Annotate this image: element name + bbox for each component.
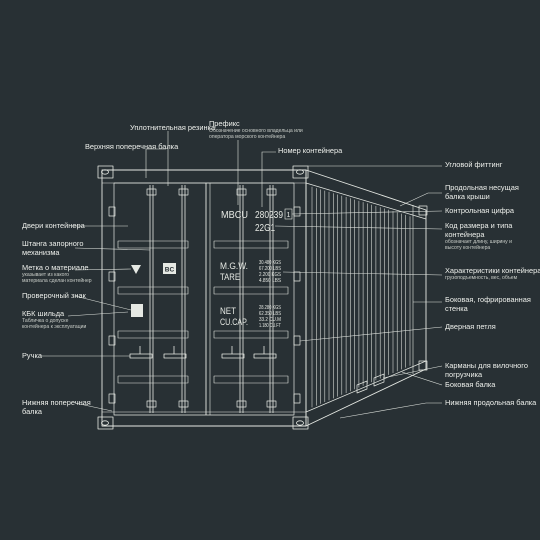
label-container-number: Номер контейнера [278, 146, 343, 155]
label-forklift-pockets-2: погрузчика [445, 370, 483, 379]
label-characteristics-title: Характеристики контейнера [445, 266, 540, 275]
label-bottom-end-rail-2: балка [22, 407, 42, 416]
tare-lbs: 4.850 LBS [259, 278, 281, 284]
label-csc-plate-desc-2: контейнера к эксплуатации [22, 324, 87, 330]
label-top-side-rail-2: балка крыши [445, 192, 490, 201]
inspection-mark [131, 304, 143, 317]
corner-fittings [97, 165, 309, 430]
label-prefix-title: Префикс [209, 119, 240, 128]
label-side-panel-1: Боковая, гофрированная [445, 295, 531, 304]
label-size-type-title-2: контейнера [445, 230, 485, 239]
cucap-cum: 33.2 CU.M [259, 317, 281, 323]
locking-bars [149, 185, 274, 413]
net-lbs: 62.350 LBS [259, 311, 281, 317]
cucap-label: CU.CAP. [220, 317, 248, 328]
label-inspection-mark: Проверочный знак [22, 291, 86, 300]
size-type-code: 22G1 [255, 223, 275, 234]
label-bottom-side-rail: Нижняя продольная балка [445, 398, 537, 407]
label-prefix-desc-2: оператора морского контейнера [209, 134, 286, 140]
warning-triangle-icon [131, 265, 141, 274]
label-forklift-pockets-1: Карманы для вилочного [445, 361, 528, 370]
check-digit: 1 [287, 212, 291, 219]
label-check-digit: Контрольная цифра [445, 206, 515, 215]
mgw-label: M.G.W. [220, 261, 248, 272]
label-top-side-rail-1: Продольная несущая [445, 183, 519, 192]
label-side-beam: Боковая балка [445, 380, 496, 389]
serial-number: 280239 [255, 210, 283, 221]
leader-lines [40, 131, 443, 419]
label-door-hinge: Дверная петля [445, 322, 496, 331]
material-badge-text: BC [165, 266, 175, 273]
mgw-lbs: 67.200 LBS [259, 266, 281, 272]
label-csc-plate-title: КБК шильда [22, 309, 65, 318]
forklift-pockets [356, 373, 385, 394]
material-badge [163, 263, 176, 274]
door-handles [129, 346, 277, 359]
tare-label: TARE [220, 272, 240, 283]
label-csc-plate-desc-1: Табличка о допуске [22, 318, 69, 324]
side-wall [305, 169, 428, 427]
label-bottom-end-rail-1: Нижняя поперечная [22, 398, 91, 407]
label-characteristics-desc: грузоподъемность, вес, объем [445, 275, 518, 281]
label-size-type-desc-2: высоту контейнера [445, 245, 491, 251]
net-label: NET [220, 306, 236, 317]
label-corner-fitting: Угловой фиттинг [445, 160, 503, 169]
label-doors: Двери контейнера [22, 221, 85, 230]
front-frame [101, 169, 307, 427]
net-kgs: 28.280 KGS [259, 305, 281, 311]
tare-kgs: 2.200 KGS [259, 272, 281, 278]
label-side-panel-2: стенка [445, 304, 468, 313]
label-material-mark-desc-1: указывает из какого [22, 272, 70, 278]
label-handle: Ручка [22, 351, 42, 360]
label-top-seal: Уплотнительная резинка [130, 123, 216, 132]
door-hinges [108, 206, 301, 404]
label-size-type-title-1: Код размера и типа [445, 221, 513, 230]
label-locking-bar-2: механизма [22, 248, 60, 257]
label-size-type-desc-1: обозначает длину, ширину и [445, 239, 512, 245]
label-top-end-rail: Верхняя поперечная балка [85, 142, 179, 151]
label-material-mark-desc-2: материала сделан контейнер [22, 278, 92, 284]
owner-prefix: MBCU [221, 210, 248, 221]
label-prefix-desc-1: Обозначение основного владельца или [209, 128, 303, 134]
mgw-kgs: 30.480 KGS [259, 260, 281, 266]
cucap-cuft: 1.180 CU.FT [259, 323, 282, 329]
label-material-mark-title: Метка о материале [22, 263, 89, 272]
label-locking-bar-1: Штанга запорного [22, 239, 84, 248]
